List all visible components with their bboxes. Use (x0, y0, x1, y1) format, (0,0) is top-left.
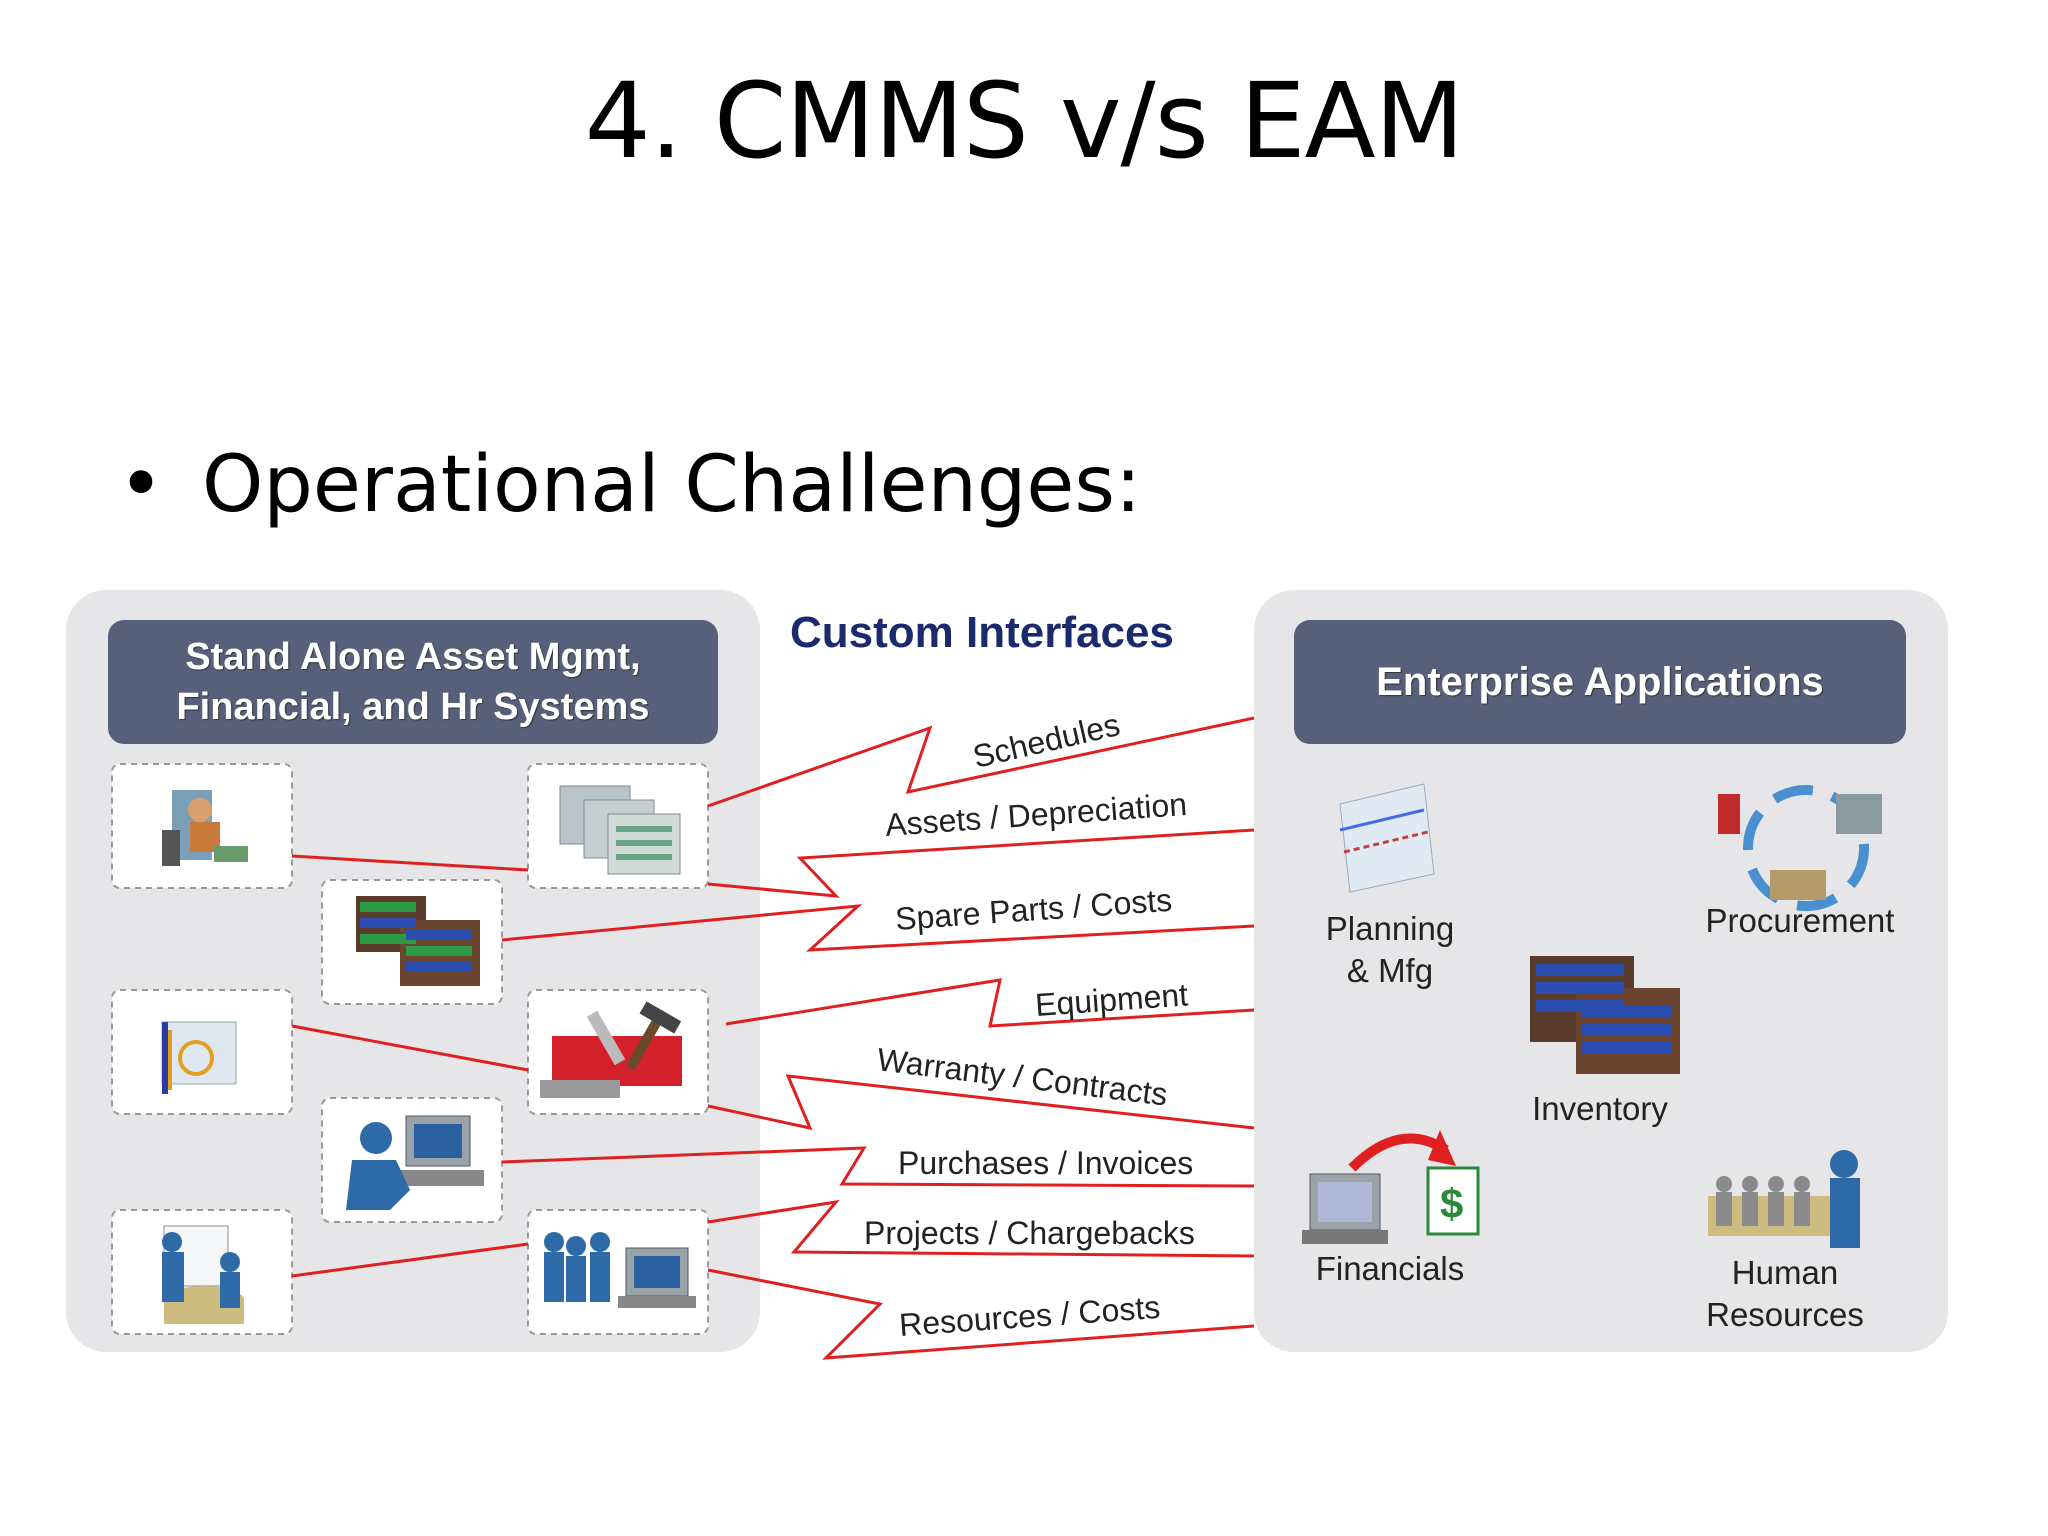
hr-label-line2: Resources (1706, 1296, 1864, 1333)
connector-projects (707, 1199, 1255, 1258)
planning-icon (1339, 783, 1435, 893)
machinist-icon (162, 790, 248, 866)
left-panel-title-line2: Financial, and Hr Systems (176, 686, 650, 728)
planning-label-line1: Planning (1325, 910, 1455, 947)
right-panel-header (1294, 620, 1906, 744)
financials-label: Financials (1315, 1250, 1465, 1287)
left-panel-title: Stand Alone Asset Mgmt, Financial, and H… (108, 620, 718, 744)
team-icon (544, 1232, 696, 1308)
connector-purchases (501, 1146, 1255, 1188)
operator-icon (346, 1115, 484, 1210)
left-panel-title-line1: Stand Alone Asset Mgmt, (185, 636, 641, 678)
left-panel-header (108, 620, 718, 744)
connector-resources (707, 1268, 1255, 1360)
inventory-icon (1530, 956, 1680, 1074)
custom-interfaces-title: Custom Interfaces (790, 608, 1174, 657)
financials-icon: $ (1302, 1130, 1480, 1244)
label-spare-parts: Spare Parts / Costs (894, 882, 1173, 937)
report-chart-icon (161, 1021, 237, 1094)
connector-spare-parts (501, 904, 1255, 952)
screens-icon (559, 785, 681, 875)
connector-equipment (725, 978, 1255, 1028)
connector-warranty (707, 1074, 1255, 1131)
bullet-item: • Operational Challenges: (118, 440, 1141, 530)
procurement-icon (1718, 785, 1882, 911)
inventory-label: Inventory (1532, 1090, 1668, 1127)
hr-label-line1: Human (1731, 1254, 1839, 1291)
connector-schedules (707, 716, 1255, 808)
toolbox-icon (540, 1001, 682, 1098)
bullet-dot: • (118, 440, 165, 530)
procurement-label: Procurement (1705, 902, 1895, 939)
svg-text:$: $ (1440, 1180, 1463, 1227)
bullet-text: Operational Challenges: (202, 440, 1142, 530)
right-panel-title: Enterprise Applications (1376, 660, 1824, 704)
database-icon (356, 896, 480, 986)
human-resources-icon (1708, 1150, 1860, 1248)
label-projects: Projects / Chargebacks (864, 1215, 1195, 1251)
label-purchases: Purchases / Invoices (898, 1145, 1193, 1181)
interface-lines (501, 716, 1255, 1360)
planning-label: Planning & Mfg (1300, 908, 1480, 992)
planning-label-line2: & Mfg (1346, 952, 1434, 989)
connector-assets (707, 828, 1255, 898)
label-schedules: Schedules (969, 706, 1123, 775)
presenter-icon (162, 1225, 244, 1324)
human-resources-label: Human Resources (1690, 1252, 1880, 1336)
slide-title: 4. CMMS v/s EAM (584, 60, 1465, 182)
label-assets: Assets / Depreciation (884, 786, 1188, 843)
